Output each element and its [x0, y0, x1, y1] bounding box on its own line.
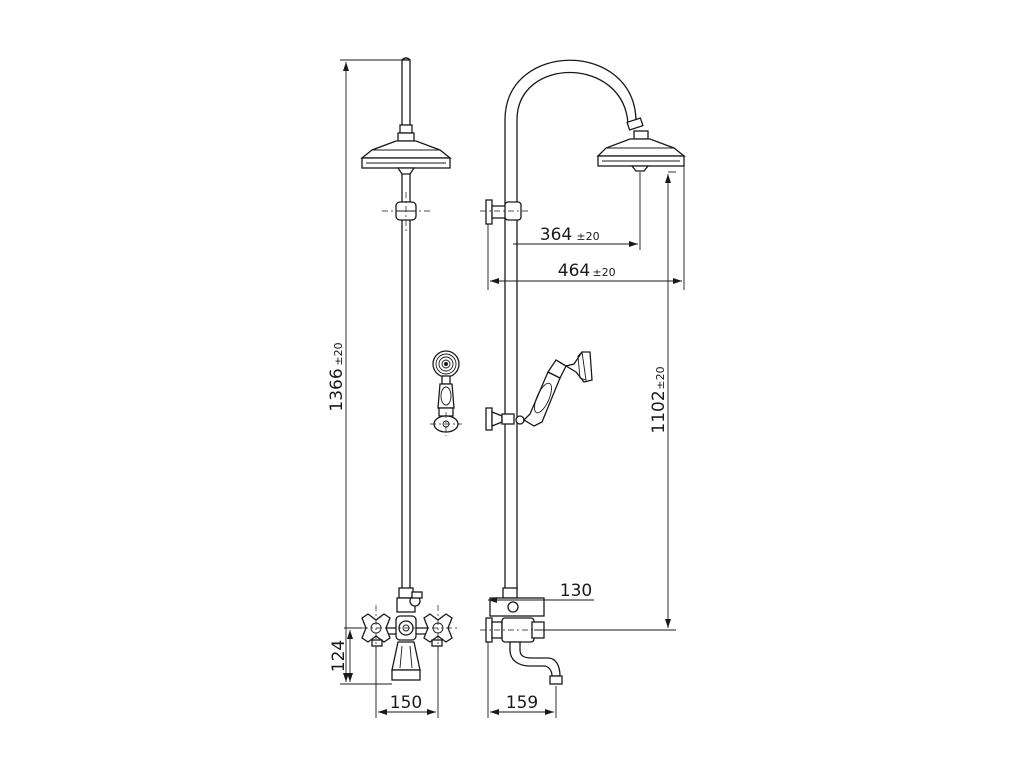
dim-total-height-value: 1366	[327, 368, 347, 411]
side-arch-pipe	[504, 59, 649, 590]
side-shower-head	[596, 138, 686, 172]
front-shower-head	[360, 140, 452, 175]
side-upper-bracket	[480, 199, 528, 225]
dim-total-reach-tol: ±20	[592, 266, 615, 279]
dim-total-height-tol: ±20	[332, 342, 345, 365]
dim-total-height: 1366 ±20	[327, 59, 402, 685]
dim-spout-offset-value: 130	[560, 581, 592, 601]
front-riser	[382, 174, 430, 613]
dim-riser-height-value: 1102	[649, 390, 669, 433]
front-view: 1366 ±20 124 150	[327, 57, 462, 718]
dim-spout-reach-value: 159	[506, 693, 538, 713]
dim-spout-reach: 159	[487, 642, 557, 718]
dim-head-reach-value: 364	[540, 225, 572, 245]
front-shower-arm	[397, 57, 415, 142]
dim-head-reach-tol: ±20	[576, 230, 599, 243]
dim-mixer-height-value: 124	[329, 640, 349, 672]
side-hand-shower	[485, 351, 593, 431]
dim-riser-height-tol: ±20	[654, 366, 667, 389]
front-hand-shower	[430, 350, 462, 436]
side-mixer	[480, 587, 563, 685]
side-view: 364 ±20 464 ±20 1102 ±20 130	[480, 59, 686, 718]
dim-mixer-height: 124	[329, 627, 362, 682]
front-mixer	[361, 605, 460, 681]
dim-total-reach-value: 464	[558, 261, 590, 281]
dim-mixer-width: 150	[375, 646, 439, 718]
dim-total-reach: 464 ±20	[487, 166, 685, 290]
dim-head-reach: 364 ±20	[513, 172, 641, 250]
dim-mixer-width-value: 150	[390, 693, 422, 713]
dim-riser-height: 1102 ±20	[544, 171, 676, 631]
dim-spout-offset: 130	[488, 581, 594, 603]
